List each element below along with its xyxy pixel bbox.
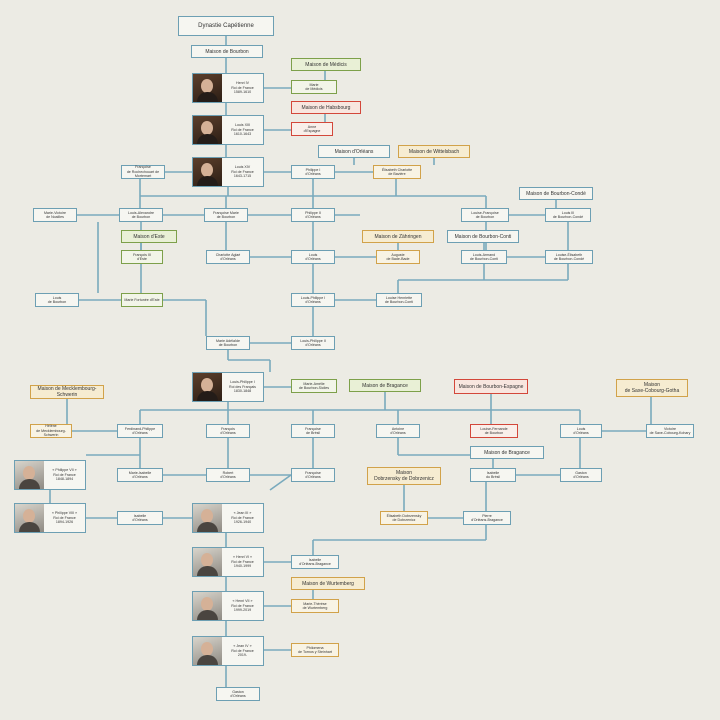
louis-orleans-node[interactable]: Louis d'Orléans [291, 250, 335, 264]
marie-isabelle-node[interactable]: Marie-Isabelle d'Orléans [117, 468, 163, 482]
francois-iii-este-node[interactable]: François III d'Este [121, 250, 163, 264]
marie-adelaide-node[interactable]: Marie Adélaïde de Bourbon [206, 336, 250, 350]
henri-vii-portrait [193, 592, 222, 620]
marie-victoire-node[interactable]: Marie-Victoire de Noailles [33, 208, 77, 222]
isabelle-orleans-node[interactable]: Isabelle d'Orléans [117, 511, 163, 525]
jean-iii-portrait [193, 504, 222, 532]
dynastie-capetienne-node[interactable]: Dynastie Capétienne [178, 16, 274, 36]
charlotte-aglae-node[interactable]: Charlotte Aglaé d'Orléans [206, 250, 250, 264]
marie-medicis-node[interactable]: Marie de Médicis [291, 80, 337, 94]
philippe-i-orleans-node[interactable]: Philippe I d'Orléans [291, 165, 335, 179]
francoise-orleans-node[interactable]: Françoise d'Orléans [291, 468, 335, 482]
maison-bourbon-conde-node[interactable]: Maison de Bourbon-Condé [519, 187, 593, 200]
louise-henriette-node[interactable]: Louise Henriette de Bourbon-Conti [376, 293, 422, 307]
elisabeth-charlotte-node[interactable]: Élisabeth Charlotte de Bavière [373, 165, 421, 179]
philippe-viii-portrait [15, 504, 44, 532]
isabelle-bresil-node[interactable]: Isabelle du Brésil [470, 468, 516, 482]
louise-francoise-node[interactable]: Louise-Françoise de Bourbon [461, 208, 509, 222]
henri-iv-portrait [193, 74, 222, 102]
maison-saxe-cobourg-node[interactable]: Maison de Saxe-Cobourg-Gotha [616, 379, 688, 397]
henri-vii-node[interactable]: « Henri VII » Roi de France 1999-2019 [192, 591, 264, 621]
louis-xiv-node[interactable]: Louis XIV Roi de France 1643-1715 [192, 157, 264, 187]
henri-vi-node[interactable]: « Henri VI » Roi de France 1940-1999 [192, 547, 264, 577]
maison-medicis-node[interactable]: Maison de Médicis [291, 58, 361, 71]
marie-amelie-node[interactable]: Marie-Amélie de Bourbon-Siciles [291, 379, 337, 393]
antoine-orleans-node[interactable]: Antoine d'Orléans [376, 424, 420, 438]
maison-wurtemberg-node[interactable]: Maison de Wurtemberg [291, 577, 365, 590]
louise-fernande-node[interactable]: Louise-Fernande de Bourbon [470, 424, 518, 438]
louis-philippe-king-node[interactable]: Louis-Philippe I Roi des Français 1830-1… [192, 372, 264, 402]
auguste-bade-node[interactable]: Auguste de Bade-Bade [376, 250, 420, 264]
henri-vi-portrait [193, 548, 222, 576]
isabelle-bragance-node[interactable]: Isabelle d'Orléans-Bragance [291, 555, 339, 569]
philomena-node[interactable]: Philomena de Tornos y Steinhart [291, 643, 339, 657]
louis-philippe-ii-orleans-node[interactable]: Louis-Philippe II d'Orléans [291, 336, 335, 350]
louis-iii-conde-node[interactable]: Louis III de Bourbon-Condé [545, 208, 591, 222]
maison-dobrzensky-node[interactable]: Maison Dobrzensky de Dobrzenicz [367, 467, 441, 485]
henri-iv-node[interactable]: Henri IV Roi de France 1589-1610 [192, 73, 264, 103]
louis-penthievre-node[interactable]: Louis de Bourbon [35, 293, 79, 307]
maison-bragance-bottom-node[interactable]: Maison de Bragance [470, 446, 544, 459]
victoire-node[interactable]: Victoire de Saxe-Cobourg-Kohary [646, 424, 694, 438]
gaston-jr-node[interactable]: Gaston d'Orléans [216, 687, 260, 701]
louis-alexandre-node[interactable]: Louis-Alexandre de Bourbon [119, 208, 163, 222]
francoise-marie-node[interactable]: Françoise Marie de Bourbon [204, 208, 248, 222]
louis-nemours-node[interactable]: Louis d'Orléans [560, 424, 602, 438]
helene-node[interactable]: Hélène de Mecklembourg-Schwerin [30, 424, 72, 438]
maison-bragance-top-node[interactable]: Maison de Bragance [349, 379, 421, 392]
philippe-vii-node[interactable]: « Philippe VII » Roi de France 1848-1894 [14, 460, 86, 490]
jean-iv-portrait [193, 637, 222, 665]
louis-xiii-node[interactable]: Louis XIII Roi de France 1610-1643 [192, 115, 264, 145]
jean-iii-node[interactable]: « Jean III » Roi de France 1926-1940 [192, 503, 264, 533]
maison-bourbon-espagne-node[interactable]: Maison de Bourbon-Espagne [454, 379, 528, 394]
francoise-bresil-node[interactable]: Françoise de Brésil [291, 424, 335, 438]
marie-therese-node[interactable]: Marie-Thérèse de Wurtemberg [291, 599, 339, 613]
maison-mecklembourg-node[interactable]: Maison de Mecklembourg-Schwerin [30, 385, 104, 399]
maison-bourbon-conti-node[interactable]: Maison de Bourbon-Conti [447, 230, 519, 243]
philippe-ii-orleans-node[interactable]: Philippe II d'Orléans [291, 208, 335, 222]
maison-zahringen-node[interactable]: Maison de Zähringen [362, 230, 434, 243]
maison-habsbourg-node[interactable]: Maison de Habsbourg [291, 101, 361, 114]
philippe-vii-portrait [15, 461, 44, 489]
louis-xiii-portrait [193, 116, 222, 144]
pierre-node[interactable]: Pierre d'Orléans-Bragance [463, 511, 511, 525]
louis-xiv-portrait [193, 158, 222, 186]
louis-philippe-i-orleans-node[interactable]: Louis-Philippe I d'Orléans [291, 293, 335, 307]
elisabeth-dobrzensky-node[interactable]: Élisabeth Dobrzensky de Dobrzenicz [380, 511, 428, 525]
marie-fortunee-node[interactable]: Marie Fortunée d'Este [121, 293, 163, 307]
maison-wittelsbach-node[interactable]: Maison de Wittelsbach [398, 145, 470, 158]
francois-orleans-node[interactable]: François d'Orléans [206, 424, 250, 438]
connector-line [269, 474, 292, 491]
anne-autriche-node[interactable]: Anne d'Espagne [291, 122, 333, 136]
louis-philippe-portrait [193, 373, 222, 401]
jean-iv-node[interactable]: « Jean IV » Roi de France 2019- [192, 636, 264, 666]
robert-node[interactable]: Robert d'Orléans [206, 468, 250, 482]
maison-orleans-node[interactable]: Maison d'Orléans [318, 145, 390, 158]
francoise-montespan-node[interactable]: Françoise de Rochechouart de Mortemart [121, 165, 165, 179]
gaston-node[interactable]: Gaston d'Orléans [560, 468, 602, 482]
maison-bourbon-node[interactable]: Maison de Bourbon [191, 45, 263, 58]
louise-elisabeth-node[interactable]: Louise-Élisabeth de Bourbon-Condé [545, 250, 593, 264]
philippe-viii-node[interactable]: « Philippe VIII » Roi de France 1894-192… [14, 503, 86, 533]
ferdinand-philippe-node[interactable]: Ferdinand-Philippe d'Orléans [117, 424, 163, 438]
louis-armand-node[interactable]: Louis-Armand de Bourbon-Conti [461, 250, 507, 264]
maison-este-node[interactable]: Maison d'Este [121, 230, 177, 243]
